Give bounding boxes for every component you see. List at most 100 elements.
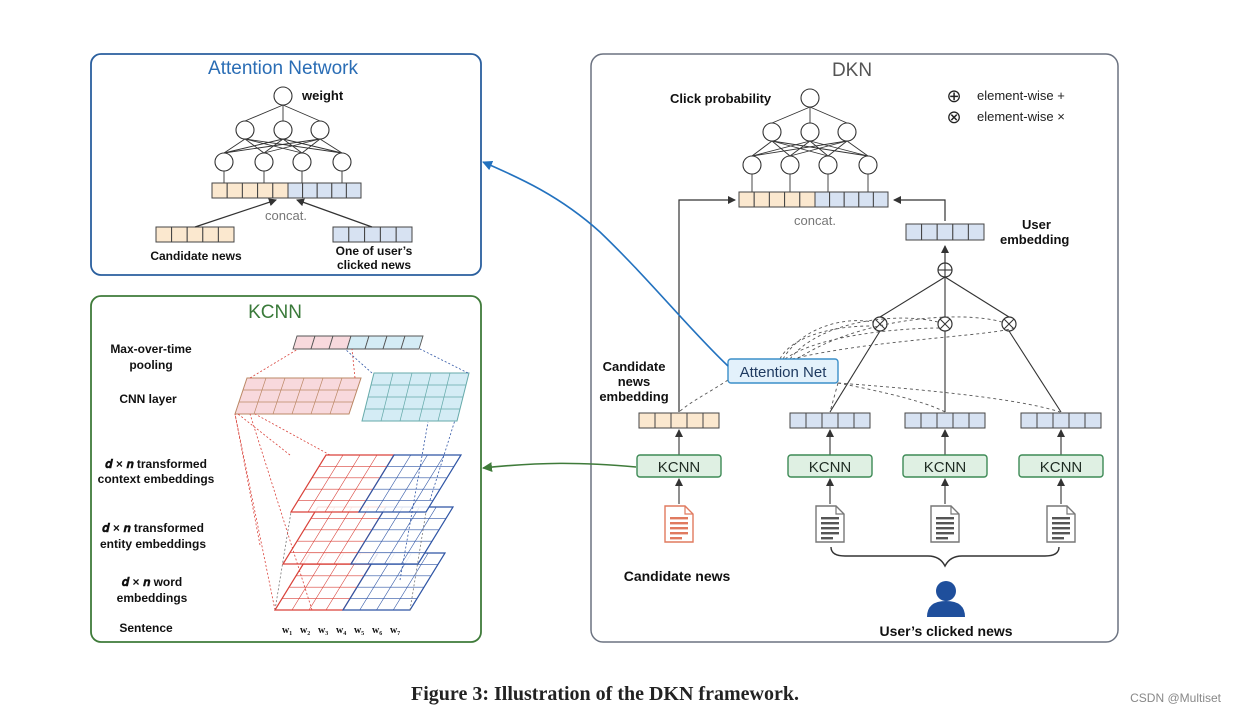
attention-mlp-edge [319,138,343,154]
entity-embedding-layer-blue-gridline [400,506,437,565]
attention-dashed-links [678,316,1061,413]
concat-cell-candidate [257,182,274,199]
word-label-1: 𝒅 × 𝒏 word [122,575,182,589]
attention-mlp-edge [301,138,321,154]
dkn-mlp-edge [809,106,848,124]
entity-embedding-layer-red-gridline [333,506,370,565]
cnn-map-red-gridline [310,377,324,415]
cube-edge [409,511,427,611]
attention-mlp-node [235,120,255,140]
attention-dashed-link [829,382,839,413]
concat-cell-clicked [345,182,362,199]
kcnn-box-label: KCNN [658,459,701,476]
dkn-concat-vector [738,191,889,208]
cube-to-cnn-dotted [237,413,291,456]
document-icon-fold [684,506,693,515]
word-w6: w₆ [372,625,382,636]
word-w1: w₁ [282,625,292,636]
document-icon-line [821,527,839,530]
dkn-concat-cell-candidate [784,191,801,208]
document-icon-fold [1066,506,1075,515]
candidate-cell [186,226,204,243]
document-icon-line [821,537,833,540]
dkn-panel-border [590,53,1119,643]
attention-mlp-node [273,120,293,140]
cube-to-cnn-dotted [399,421,429,581]
candidate-cell [155,226,173,243]
times-to-sum-line [944,276,1010,318]
dkn-concat-cell-user [829,191,845,208]
news-embedding-cell [1068,412,1086,429]
context-embedding-layer-blue-gridline [375,454,412,513]
dkn-concat-cell-user [858,191,874,208]
document-icon-line [1052,527,1070,530]
news-embedding-cell [1020,412,1038,429]
concat-cell-clicked [287,182,304,199]
concat-cell-candidate [211,182,228,199]
document-icon-line [1052,522,1070,525]
attention-mlp-edge [223,138,284,154]
user-embedding-cell [936,223,954,241]
news-embedding-cell [1084,412,1102,429]
dkn-concat-cell-candidate [753,191,770,208]
attention-mlp-node [292,152,312,172]
news-embedding-cell [837,412,855,429]
attention-net-link-arrow [482,160,729,367]
attention-dashed-link [678,379,729,413]
dkn-mlp-node [800,88,820,108]
news-embedding-cell [686,412,704,429]
user-to-concat-arrow [893,196,946,221]
document-icon-line [670,517,688,520]
sentence-words: w₁ w₂ w₃ w₄ w₅ w₆ w₇ [282,625,400,636]
candidate-cell [171,226,188,243]
vector-to-times-line [1008,330,1062,413]
context-embedding-layer-blue-gridline [408,454,445,513]
attention-mlp-node [214,152,234,172]
dkn-mlp-edge [751,140,773,157]
attention-mlp-node [332,152,352,172]
times-icon-stroke [939,318,951,330]
attention-net-box[interactable]: Attention Net [727,358,839,384]
context-label-1: 𝒅 × 𝒏 transformed [105,457,207,471]
attention-arrow-left [194,198,277,228]
attention-dashed-link [789,317,939,360]
user-embedding-cell [967,223,985,241]
attention-net-button[interactable] [727,358,839,384]
news-embedding-cell [1036,412,1054,429]
document-icon-fold [950,506,959,515]
document-icon-line [936,532,954,535]
document-icon-line [1052,532,1070,535]
cnn-feature-maps [234,348,470,422]
figure-caption: Figure 3: Illustration of the DKN framew… [411,683,799,705]
concat-cell-candidate [226,182,243,199]
attention-mlp-edge [263,138,321,154]
attention-dashed-link [796,316,1003,360]
attention-mlp-node [254,152,274,172]
word-w7: w₇ [390,625,400,636]
sum-node [937,245,953,278]
user-embedding-label-2: embedding [1000,232,1069,247]
kcnn-box-label: KCNN [809,459,852,476]
attention-clicked-label-2: clicked news [337,258,411,272]
cnn-map-red-gridline [329,377,343,415]
user-embedding-label-1: User [1022,217,1051,232]
attention-panel-title: Attention Network [208,58,358,79]
cnn-to-pool-dotted [351,348,356,379]
context-embedding-layer-red-gridline [307,454,344,513]
cube-edge [274,511,292,611]
dkn-concat-cell-candidate [799,191,816,208]
entity-label-2: entity embeddings [100,537,206,551]
kcnn-panel: KCNN Max-over-time pooling CNN layer 𝒅 ×… [90,295,482,643]
clicked-cell [379,226,397,243]
context-label-2: context embeddings [98,472,215,486]
news-embedding-cell [904,412,922,429]
news-embedding-cell [936,412,954,429]
attention-mlp-node [273,86,293,106]
clicked-news-brace [830,546,1060,568]
attention-clicked-label-1: One of user’s [336,244,413,258]
attention-mlp [214,86,352,183]
dkn-mlp-node [780,155,800,175]
kcnn-panel-title: KCNN [248,302,302,323]
document-icon-line [670,532,688,535]
dkn-panel-title: DKN [832,60,872,81]
